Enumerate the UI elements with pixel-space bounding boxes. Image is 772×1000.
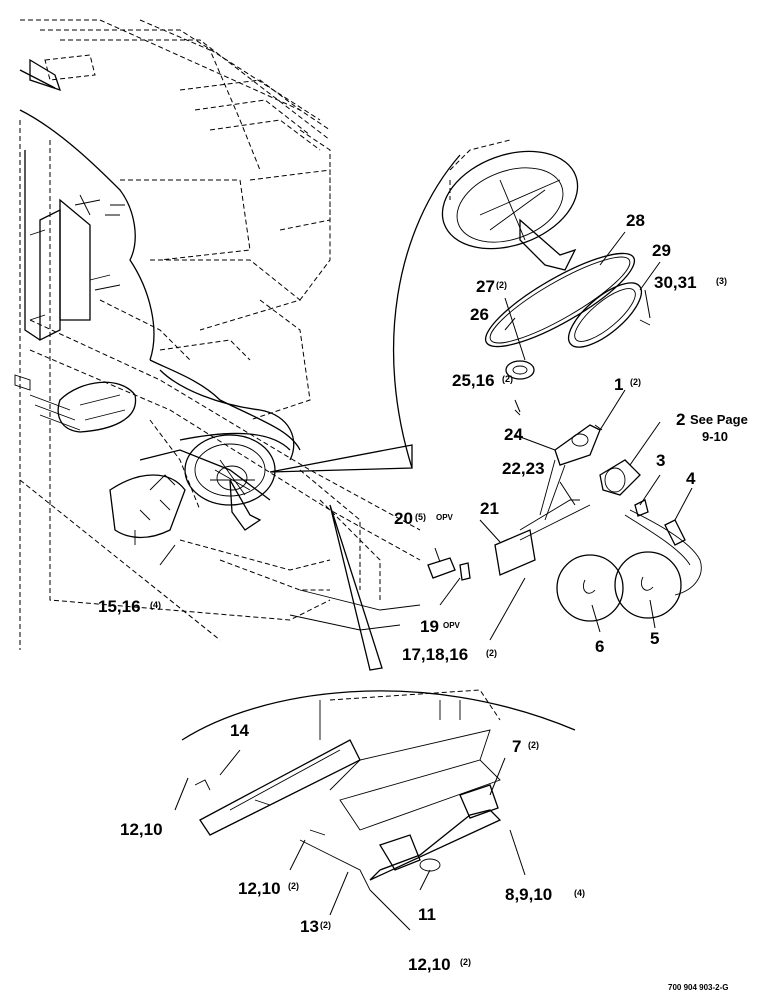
callout-29: 29 [652,241,671,260]
drawing-number: 700 904 903-2-G [668,983,729,992]
callout-24: 24 [504,425,523,444]
callout-15-16: 15,16 [98,597,141,616]
callout-26: 26 [470,305,489,324]
callout-21: 21 [480,499,499,518]
callout-14: 14 [230,721,249,740]
callout-12-10-c-qty: (2) [460,957,471,967]
callout-28: 28 [626,211,645,230]
callout-12-10-a: 12,10 [120,820,163,839]
callout-17-18-16-qty: (2) [486,648,497,658]
callout-7-qty: (2) [528,740,539,750]
leader-lines [159,231,693,931]
callout-17-18-16: 17,18,16 [402,645,468,664]
callout-22-23: 22,23 [502,459,545,478]
callout-20-opv: OPV [436,513,454,522]
callout-27: 27 [476,277,495,296]
callout-labels: 1 (2) 2 See Page 9-10 3 4 5 6 7 (2) 8,9,… [98,211,748,992]
callout-15-16-qty: (4) [150,600,161,610]
callout-19-opv: OPV [443,621,461,630]
callout-19: 19 [420,617,439,636]
callout-5: 5 [650,629,659,648]
callout-3: 3 [656,451,665,470]
callout-13: 13 [300,917,319,936]
callout-11: 11 [418,905,436,924]
belt-pulley-detail [427,139,702,622]
callout-7: 7 [512,737,521,756]
callout-6: 6 [595,637,604,656]
callout-25-16: 25,16 [452,371,495,390]
detail-arcs [181,154,576,741]
lower-detail [194,689,502,891]
callout-2: 2 [676,410,685,429]
callout-12-10-c: 12,10 [408,955,451,974]
callout-8-9-10-qty: (4) [574,888,585,898]
callout-12-10-b: 12,10 [238,879,281,898]
callout-2-note: See Page [690,412,748,427]
callout-27-qty: (2) [496,280,507,290]
callout-8-9-10: 8,9,10 [505,885,552,904]
callout-20: 20 [394,509,413,528]
callout-25-16-qty: (2) [502,374,513,384]
callout-20-qty: (5) [415,512,426,522]
callout-30-31-qty: (3) [716,276,727,286]
callout-1-qty: (2) [630,377,641,387]
callout-1: 1 [614,375,623,394]
callout-30-31: 30,31 [654,273,697,292]
callout-12-10-b-qty: (2) [288,881,299,891]
callout-2-page: 9-10 [702,429,728,444]
callout-4: 4 [686,469,696,488]
machine-body [14,19,421,650]
callout-13-qty: (2) [320,920,331,930]
